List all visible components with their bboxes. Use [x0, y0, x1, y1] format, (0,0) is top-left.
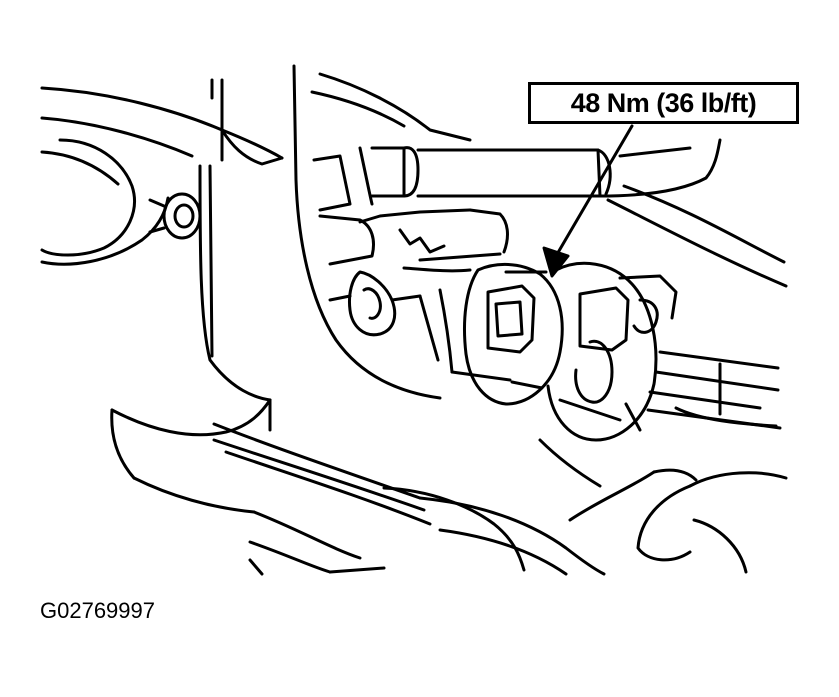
- lower-crossmember: [132, 422, 656, 576]
- lower-shaft: [646, 350, 782, 430]
- torque-spec-label: 48 Nm (36 lb/ft): [570, 87, 757, 118]
- upper-tube: [310, 72, 722, 212]
- universal-joint: [463, 261, 678, 442]
- torque-callout-box: 48 Nm (36 lb/ft): [528, 82, 799, 124]
- callout-leader-arrow: [542, 124, 634, 278]
- shaft-housing: [318, 208, 512, 382]
- left-mounting-bolt: [148, 192, 202, 240]
- right-body-panel: [606, 184, 788, 574]
- upper-bracket-arm: [40, 78, 284, 266]
- figure-identifier: G02769997: [40, 598, 155, 623]
- steering-column-bracket: [110, 64, 442, 480]
